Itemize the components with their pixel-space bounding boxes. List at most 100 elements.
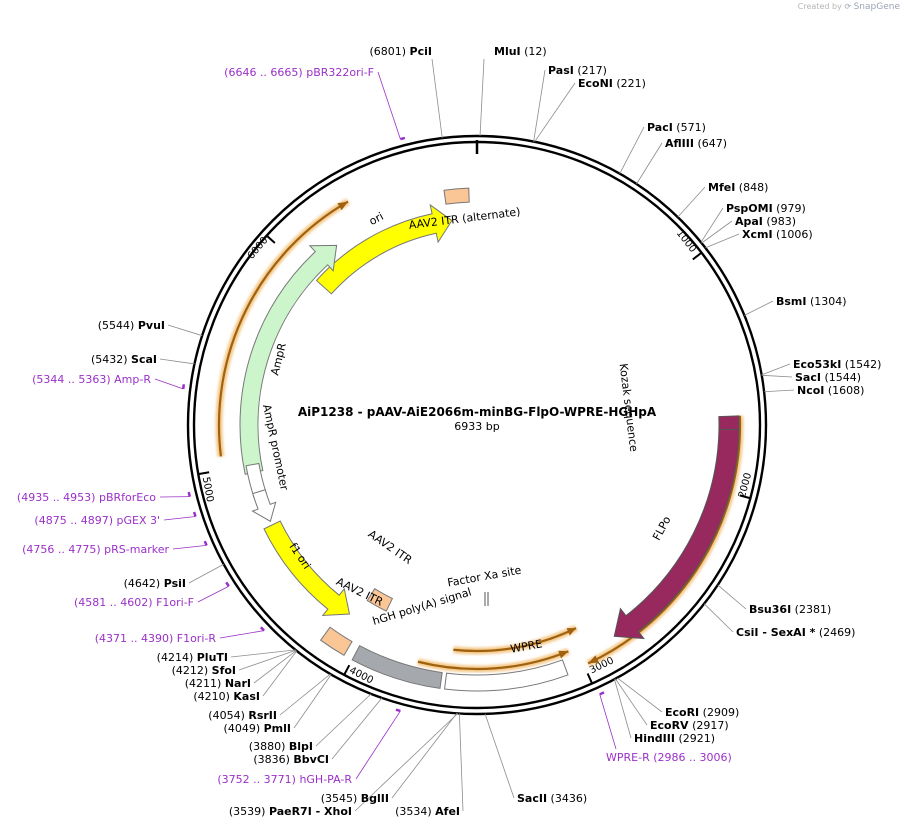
site-name: HindIII	[634, 732, 675, 745]
site-position: (4210)	[193, 690, 233, 703]
primer-wpre-r[interactable]: WPRE-R (2986 .. 3006)	[606, 751, 732, 764]
primer-f1ori-f[interactable]: (4581 .. 4602) F1ori-F	[74, 596, 194, 609]
site-bbvci[interactable]: (3836) BbvCI	[253, 753, 329, 766]
site-position: (221)	[613, 77, 646, 90]
site-name: EcoRI	[665, 706, 699, 719]
site-name: SacII	[517, 792, 547, 805]
site-xcmi[interactable]: XcmI (1006)	[742, 228, 813, 241]
feature-label-ori: ori	[367, 210, 386, 228]
site-ecori[interactable]: EcoRI (2909)	[665, 706, 739, 719]
site-name: PsiI	[164, 577, 186, 590]
site-ncoi[interactable]: NcoI (1608)	[797, 384, 864, 397]
primer-leader-f1ori-f	[197, 585, 229, 603]
site-eco53ki[interactable]: Eco53kI (1542)	[793, 358, 881, 371]
feature-label-factor-xa-site: Factor Xa site	[446, 564, 522, 590]
site-leader-apai	[701, 220, 733, 244]
feature-label-aav2-itr: AAV2 ITR	[366, 527, 415, 567]
site-paci[interactable]: PacI (571)	[647, 121, 706, 134]
site-leader-pasi	[533, 69, 546, 142]
plasmid-title: AiP1238 - pAAV-AiE2066m-minBG-FlpO-WPRE-…	[298, 405, 657, 419]
site-pluti[interactable]: (4214) PluTI	[157, 651, 228, 664]
site-position: (983)	[763, 215, 796, 228]
site-csii[interactable]: CsiI - SexAI * (2469)	[736, 626, 855, 639]
site-name: ApaI	[735, 215, 763, 228]
site-leader-pcii	[431, 58, 443, 139]
site-text: EcoNI (221)	[578, 77, 646, 90]
feature-ampr	[239, 244, 338, 475]
site-scai[interactable]: (5432) ScaI	[91, 353, 157, 366]
site-pvui[interactable]: (5544) PvuI	[98, 319, 165, 332]
primer-leader-f1ori-r	[219, 630, 265, 639]
scale-tick-mark	[343, 664, 351, 676]
primer-amp-r[interactable]: (5344 .. 5363) Amp-R	[32, 373, 151, 386]
primer-leader-wpre-r	[599, 694, 617, 750]
site-kasi[interactable]: (4210) KasI	[193, 690, 260, 703]
primer-text: (4371 .. 4390) F1ori-R	[95, 632, 217, 645]
site-name: NcoI	[797, 384, 824, 397]
site-name: XcmI	[742, 228, 773, 241]
site-saci[interactable]: SacI (1544)	[795, 371, 861, 384]
site-sfoi[interactable]: (4212) SfoI	[172, 664, 236, 677]
site-position: (3836)	[253, 753, 293, 766]
site-sacii[interactable]: SacII (3436)	[517, 792, 587, 805]
site-bsmi[interactable]: BsmI (1304)	[776, 295, 847, 308]
site-pmli[interactable]: (4049) PmlI	[224, 722, 291, 735]
site-bsu36i[interactable]: Bsu36I (2381)	[749, 603, 831, 616]
primer-text: (5344 .. 5363) Amp-R	[32, 373, 151, 386]
site-leader-pspomi	[700, 207, 724, 243]
site-econi[interactable]: EcoNI (221)	[578, 77, 646, 90]
site-mfei[interactable]: MfeI (848)	[708, 181, 768, 194]
site-leader-pvui	[167, 324, 203, 337]
site-position: (6801)	[369, 45, 409, 58]
site-mlui[interactable]: MluI (12)	[494, 45, 547, 58]
site-ecorv[interactable]: EcoRV (2917)	[650, 719, 729, 732]
primer-pbr322ori-f[interactable]: (6646 .. 6665) pBR322ori-F	[224, 66, 374, 79]
primer-hgh-pa-r[interactable]: (3752 .. 3771) hGH-PA-R	[217, 773, 352, 786]
site-name: PmlI	[264, 722, 291, 735]
site-text: Eco53kI (1542)	[793, 358, 881, 371]
site-name: PaeR7I	[269, 805, 312, 818]
site-psii[interactable]: (4642) PsiI	[124, 577, 186, 590]
plasmid-length: 6933 bp	[454, 420, 499, 433]
site-leader-bsu36i	[717, 584, 747, 610]
site-afliii[interactable]: AflIII (647)	[665, 137, 727, 150]
site-afei[interactable]: (3534) AfeI	[395, 805, 460, 818]
backbone-outer-ring	[186, 134, 768, 716]
site-apai[interactable]: ApaI (983)	[735, 215, 796, 228]
primer-pbrforeco[interactable]: (4935 .. 4953) pBRforEco	[17, 491, 156, 504]
primer-mark-pbrforeco	[187, 491, 192, 497]
site-blpi[interactable]: (3880) BlpI	[249, 740, 313, 753]
site-leader-kasi	[262, 650, 298, 697]
site-text: NcoI (1608)	[797, 384, 864, 397]
site-name: BlpI	[289, 740, 313, 753]
primer-range: (4371 .. 4390)	[95, 632, 177, 645]
site-hindiii[interactable]: HindIII (2921)	[634, 732, 715, 745]
site-pasi[interactable]: PasI (217)	[548, 64, 607, 77]
feature-label-ampr-promoter: AmpR promoter	[260, 403, 291, 492]
primer-name: F1ori-R	[177, 632, 217, 645]
site-text: SacI (1544)	[795, 371, 861, 384]
site-name: KasI	[233, 690, 260, 703]
site-text: CsiI - SexAI * (2469)	[736, 626, 855, 639]
primer-mark-f1ori-f	[225, 581, 230, 587]
site-rsrii[interactable]: (4054) RsrII	[208, 709, 277, 722]
primer-f1ori-r[interactable]: (4371 .. 4390) F1ori-R	[95, 632, 217, 645]
primer-prs-marker[interactable]: (4756 .. 4775) pRS-marker	[22, 543, 169, 556]
site-text: (3539) PaeR7I - XhoI	[229, 805, 352, 818]
feature-f1-ori	[263, 520, 351, 617]
site-text: PasI (217)	[548, 64, 607, 77]
site-pcii[interactable]: (6801) PciI	[369, 45, 432, 58]
site-name: RsrII	[248, 709, 277, 722]
site-position: (5544)	[98, 319, 138, 332]
primer-text: (4756 .. 4775) pRS-marker	[22, 543, 169, 556]
primer-name: F1ori-F	[156, 596, 194, 609]
site-bglii[interactable]: (3545) BglII	[321, 792, 389, 805]
site-paer7i[interactable]: (3539) PaeR7I - XhoI	[229, 805, 352, 818]
site-pspomi[interactable]: PspOMI (979)	[726, 202, 806, 215]
primer-mark-pgex-3	[192, 511, 197, 517]
primer-pgex-3[interactable]: (4875 .. 4897) pGEX 3'	[34, 514, 160, 527]
site-name: SfoI	[212, 664, 236, 677]
site-nari[interactable]: (4211) NarI	[185, 677, 251, 690]
site-text: (4210) KasI	[193, 690, 260, 703]
site-leader-bsmi	[744, 300, 774, 316]
